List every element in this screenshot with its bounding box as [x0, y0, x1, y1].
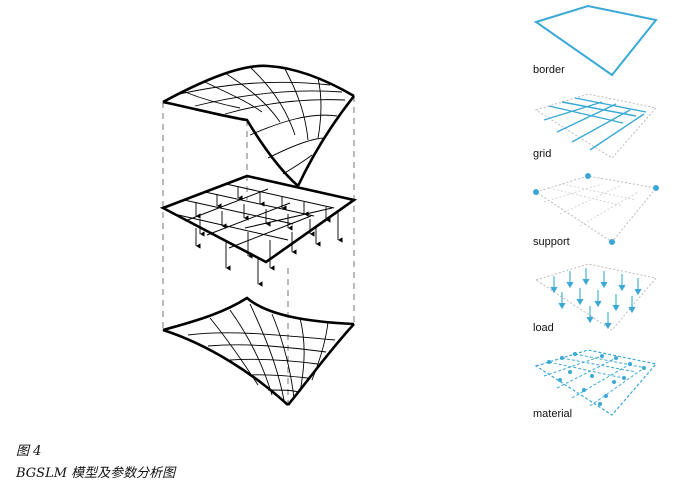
middle-load-grid: [159, 174, 358, 287]
legend-grid-icon: [534, 93, 657, 159]
exploded-shell-diagram: [159, 64, 358, 406]
legend-label-support: support: [533, 236, 570, 248]
legend-label-grid: grid: [533, 148, 552, 160]
legend-label-load: load: [533, 322, 554, 334]
legend-graphics: [533, 4, 659, 416]
legend-border-icon: [533, 4, 658, 77]
projection-guides: [162, 96, 355, 405]
legend-material-icon: [534, 349, 658, 416]
legend-label-border: border: [533, 64, 565, 76]
legend-support-icon: [533, 173, 659, 245]
figure-title: BGSLM 模型及参数分析图: [16, 466, 176, 481]
legend-load-icon: [534, 263, 657, 331]
legend-panel: border grid support load material: [520, 0, 696, 430]
top-dome-surface: [162, 64, 356, 187]
figure-number: 图 4: [16, 444, 42, 459]
bottom-hanging-surface: [162, 296, 355, 406]
legend-label-material: material: [533, 408, 573, 420]
